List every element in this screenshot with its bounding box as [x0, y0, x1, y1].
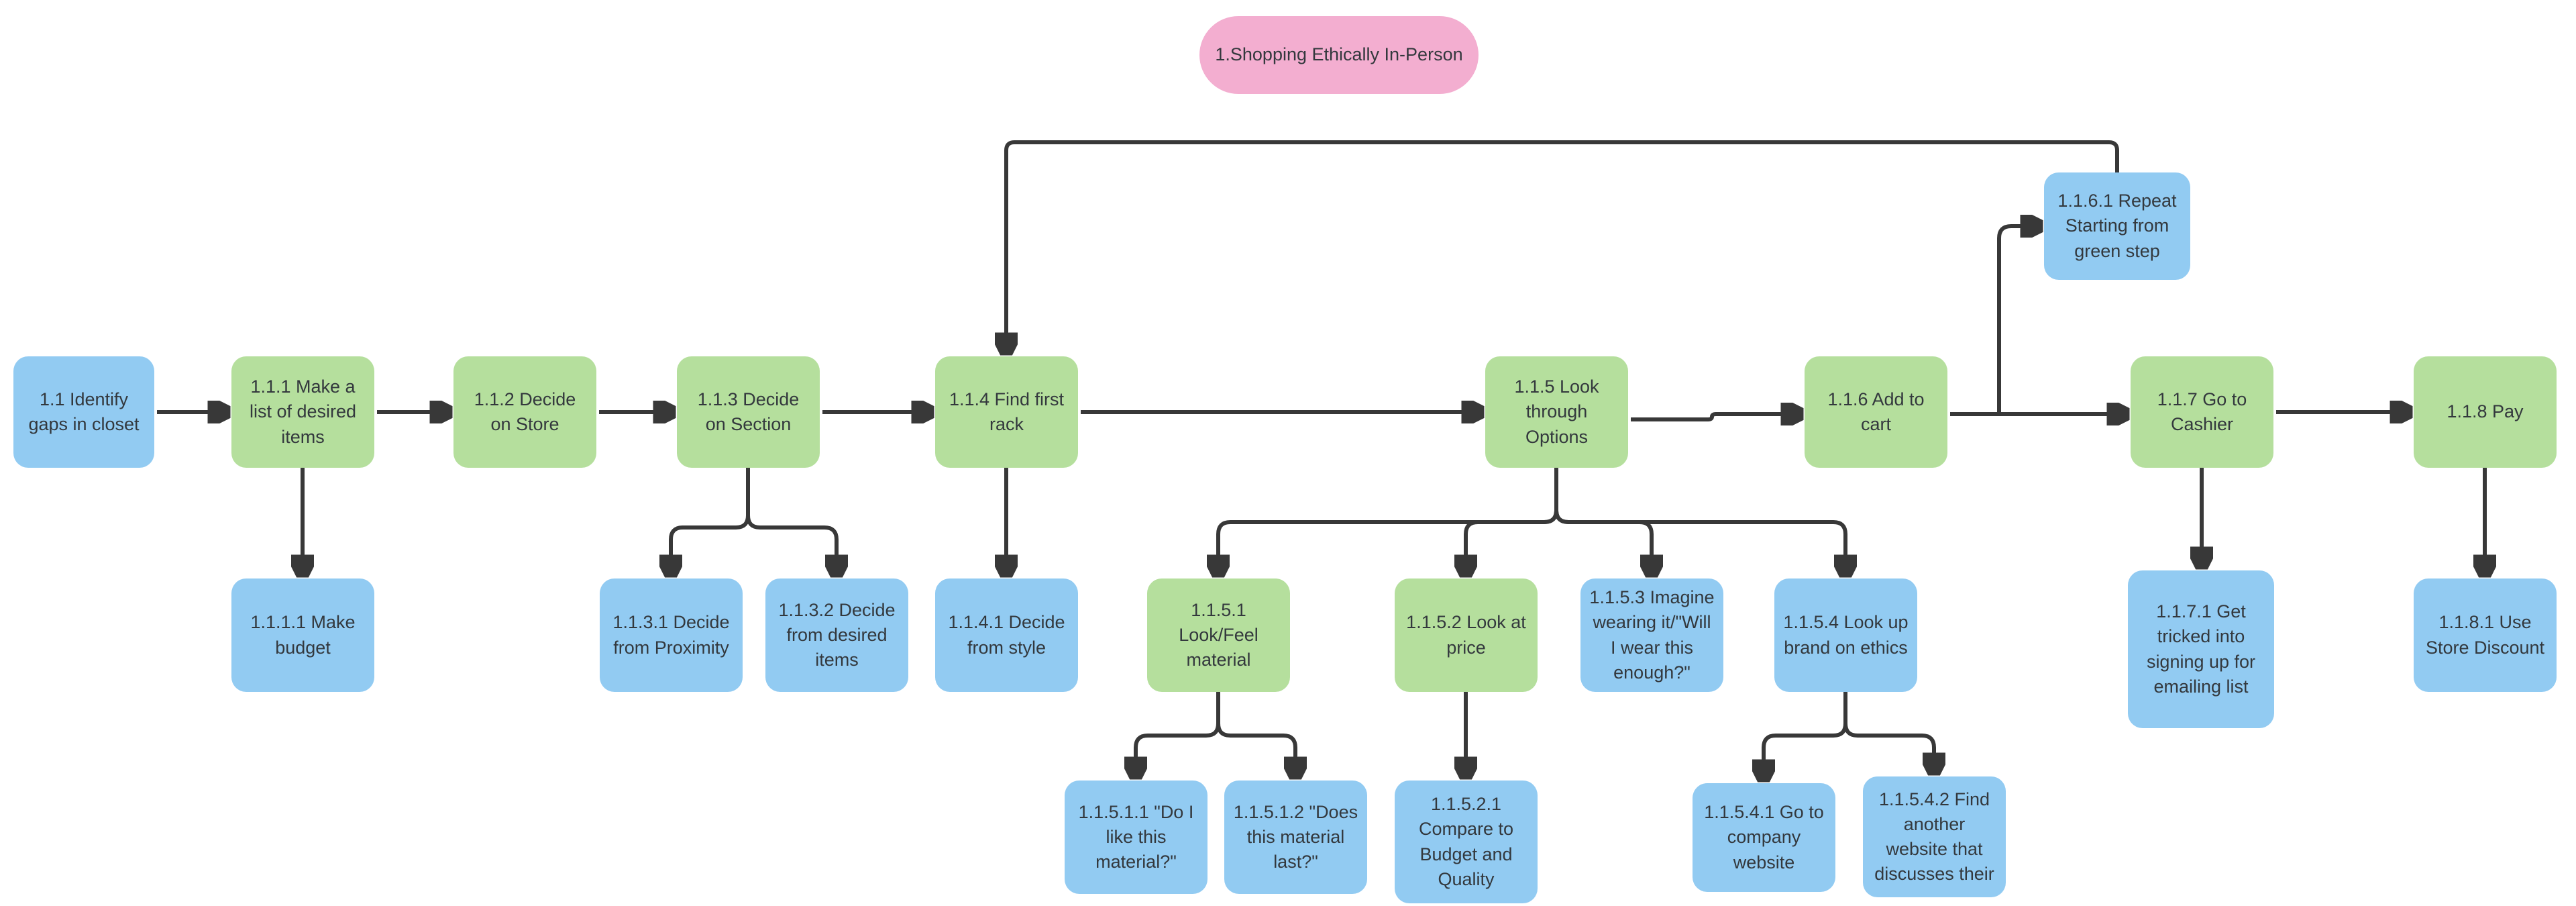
node-1-1-3-1-decide-proximity[interactable]: 1.1.3.1 Decide from Proximity	[600, 578, 743, 692]
node-1-1-5-look-through-options[interactable]: 1.1.5 Look through Options	[1485, 356, 1628, 468]
node-1-1-1-1-make-budget[interactable]: 1.1.1.1 Make budget	[231, 578, 374, 692]
connector-1-1-3-to-1-1-3-2	[746, 468, 837, 574]
connector-branch-to-1-1-6-1	[1997, 226, 2039, 414]
node-1-1-8-1-use-store-discount[interactable]: 1.1.8.1 Use Store Discount	[2414, 578, 2557, 692]
connector-1-1-5-to-1-1-5-4	[1554, 468, 1845, 574]
node-root-shopping-ethically[interactable]: 1.Shopping Ethically In-Person	[1199, 16, 1479, 94]
node-1-1-7-1-get-tricked[interactable]: 1.1.7.1 Get tricked into signing up for …	[2128, 570, 2274, 728]
connector-1-1-3-to-1-1-3-1	[671, 468, 750, 574]
node-1-1-6-1-repeat[interactable]: 1.1.6.1 Repeat Starting from green step	[2044, 172, 2190, 280]
node-1-1-identify-gaps[interactable]: 1.1 Identify gaps in closet	[13, 356, 154, 468]
node-1-1-5-1-1-like-material[interactable]: 1.1.5.1.1 "Do I like this material?"	[1065, 781, 1208, 894]
node-1-1-1-make-list[interactable]: 1.1.1 Make a list of desired items	[231, 356, 374, 468]
node-1-1-5-2-1-compare-budget-quality[interactable]: 1.1.5.2.1 Compare to Budget and Quality	[1395, 781, 1538, 903]
node-1-1-5-4-look-up-brand[interactable]: 1.1.5.4 Look up brand on ethics	[1774, 578, 1917, 692]
connector-1-1-6-1-to-1-1-4	[1006, 140, 2119, 352]
node-1-1-4-1-decide-style[interactable]: 1.1.4.1 Decide from style	[935, 578, 1078, 692]
connector-1-1-5-4-to-1-1-5-4-1	[1764, 692, 1847, 778]
node-1-1-7-go-to-cashier[interactable]: 1.1.7 Go to Cashier	[2131, 356, 2273, 468]
connector-1-1-5-1-to-1-1-5-1-2	[1216, 692, 1295, 776]
node-1-1-5-4-2-find-another-website[interactable]: 1.1.5.4.2 Find another website that disc…	[1863, 776, 2006, 897]
node-1-1-6-add-to-cart[interactable]: 1.1.6 Add to cart	[1805, 356, 1947, 468]
node-1-1-5-1-2-material-last[interactable]: 1.1.5.1.2 "Does this material last?"	[1224, 781, 1367, 894]
node-1-1-3-2-decide-desired-items[interactable]: 1.1.3.2 Decide from desired items	[765, 578, 908, 692]
node-1-1-5-3-imagine-wearing[interactable]: 1.1.5.3 Imagine wearing it/"Will I wear …	[1580, 578, 1723, 692]
node-1-1-2-decide-store[interactable]: 1.1.2 Decide on Store	[453, 356, 596, 468]
node-1-1-8-pay[interactable]: 1.1.8 Pay	[2414, 356, 2557, 468]
connector-1-1-5-1-to-1-1-5-1-1	[1136, 692, 1220, 776]
node-1-1-5-1-look-feel-material[interactable]: 1.1.5.1 Look/Feel material	[1147, 578, 1290, 692]
node-1-1-5-2-look-at-price[interactable]: 1.1.5.2 Look at price	[1395, 578, 1538, 692]
connector-1-1-5-4-to-1-1-5-4-2	[1843, 692, 1934, 772]
connector-1-1-5-to-1-1-6	[1631, 414, 1800, 419]
connector-1-1-5-to-1-1-5-2	[1466, 468, 1558, 574]
node-1-1-5-4-1-company-website[interactable]: 1.1.5.4.1 Go to company website	[1693, 783, 1835, 892]
node-1-1-4-find-first-rack[interactable]: 1.1.4 Find first rack	[935, 356, 1078, 468]
node-1-1-3-decide-section[interactable]: 1.1.3 Decide on Section	[677, 356, 820, 468]
